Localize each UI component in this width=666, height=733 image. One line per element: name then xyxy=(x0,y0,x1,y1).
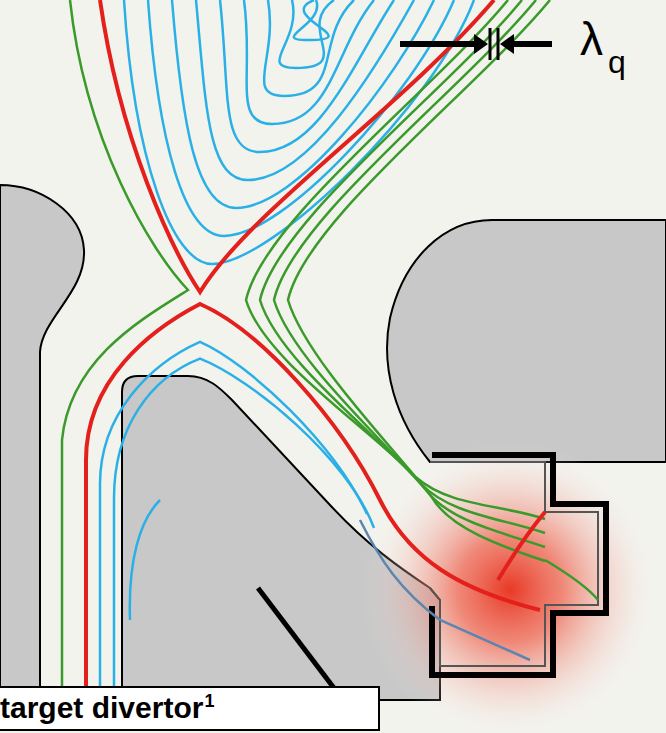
core-flux-line xyxy=(196,0,414,180)
sol-flux-line xyxy=(62,0,188,700)
subscript-q: q xyxy=(608,44,626,81)
chamber-outline xyxy=(432,455,606,675)
separatrix xyxy=(86,0,545,700)
width-bracket xyxy=(400,28,552,60)
core-flux-line xyxy=(244,0,374,124)
divertor-chamber xyxy=(430,462,598,666)
sol-flux-line xyxy=(130,500,160,620)
core-flux-line xyxy=(220,0,394,152)
core-flux-line xyxy=(294,0,329,40)
lambda-symbol: λ xyxy=(580,12,603,66)
sol-flux-line xyxy=(274,0,545,547)
target-plate xyxy=(258,588,340,696)
sol-flux-line xyxy=(246,0,545,519)
left-wall xyxy=(0,185,84,700)
private-flux-line xyxy=(360,520,530,660)
sol-flux-line xyxy=(288,0,550,561)
private-flux-line xyxy=(114,359,374,700)
core-flux-line xyxy=(172,0,434,208)
footnote-mark: 1 xyxy=(204,691,214,711)
core-flux-line xyxy=(264,0,354,96)
caption-box: target divertor1 xyxy=(0,686,380,731)
heat-glow xyxy=(330,420,666,733)
caption-text: target divertor xyxy=(0,691,203,724)
sol-flux-line xyxy=(545,560,598,600)
core-flux-line xyxy=(279,0,334,68)
private-flux-line xyxy=(100,342,367,700)
